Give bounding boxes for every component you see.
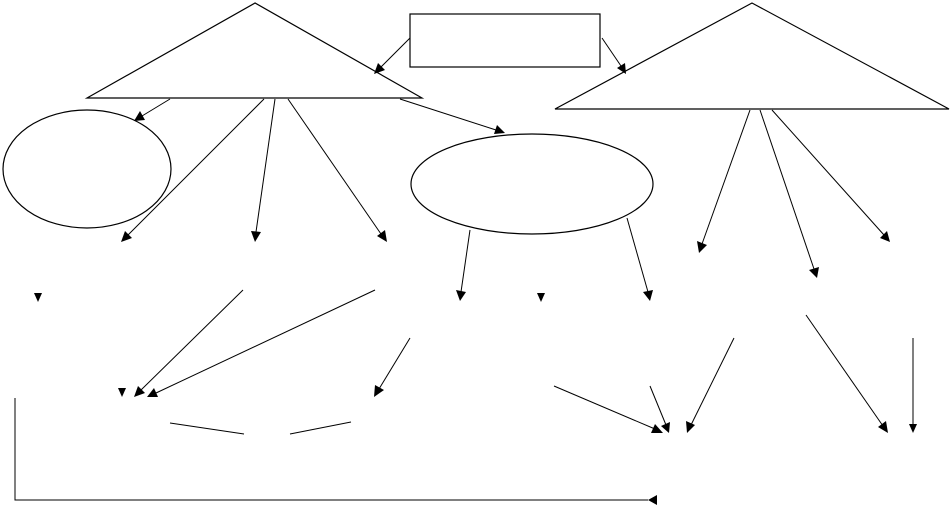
arrow-left-triangle-branch-3 [287,98,387,242]
arrowhead-standalone-left [34,293,42,302]
arrowhead-standalone-center [537,293,545,302]
arrow-box-to-left-triangle [374,37,411,74]
arrow-right-triangle-branch-1 [697,109,751,253]
arrow-converge-lower-left-2 [147,289,376,397]
arrowhead-standalone-lower-left [118,388,126,397]
arrow-right-triangle-branch-2 [759,109,819,278]
arrow-left-triangle-branch-2 [251,98,276,242]
arrow-far-right-vertical [909,338,917,433]
arrow-converge-lower-right-1 [553,385,663,433]
arrow-left-triangle-to-center-ellipse [399,98,505,134]
center-box [409,13,601,68]
connector-line-lower-2 [289,421,352,435]
left-triangle [84,2,425,99]
right-triangle [554,2,950,110]
arrow-far-right-diagonal [805,314,888,433]
center-ellipse [410,133,654,235]
left-ellipse [2,109,172,229]
arrow-lower-middle [374,337,411,397]
arrow-left-triangle-to-left-ellipse [134,98,171,121]
arrow-center-ellipse-branch-1 [456,229,471,301]
connector-line-lower-1 [169,422,245,435]
arrow-box-to-right-triangle [601,37,626,74]
arrow-center-ellipse-branch-2 [626,217,653,301]
arrow-converge-lower-right-2 [649,385,670,433]
arrow-right-triangle-branch-3 [771,109,890,242]
arrow-left-triangle-branch-1 [121,98,265,242]
feedback-connector [14,398,657,505]
arrow-converge-lower-left-1 [134,289,244,397]
arrow-converge-lower-right-3 [686,337,735,433]
